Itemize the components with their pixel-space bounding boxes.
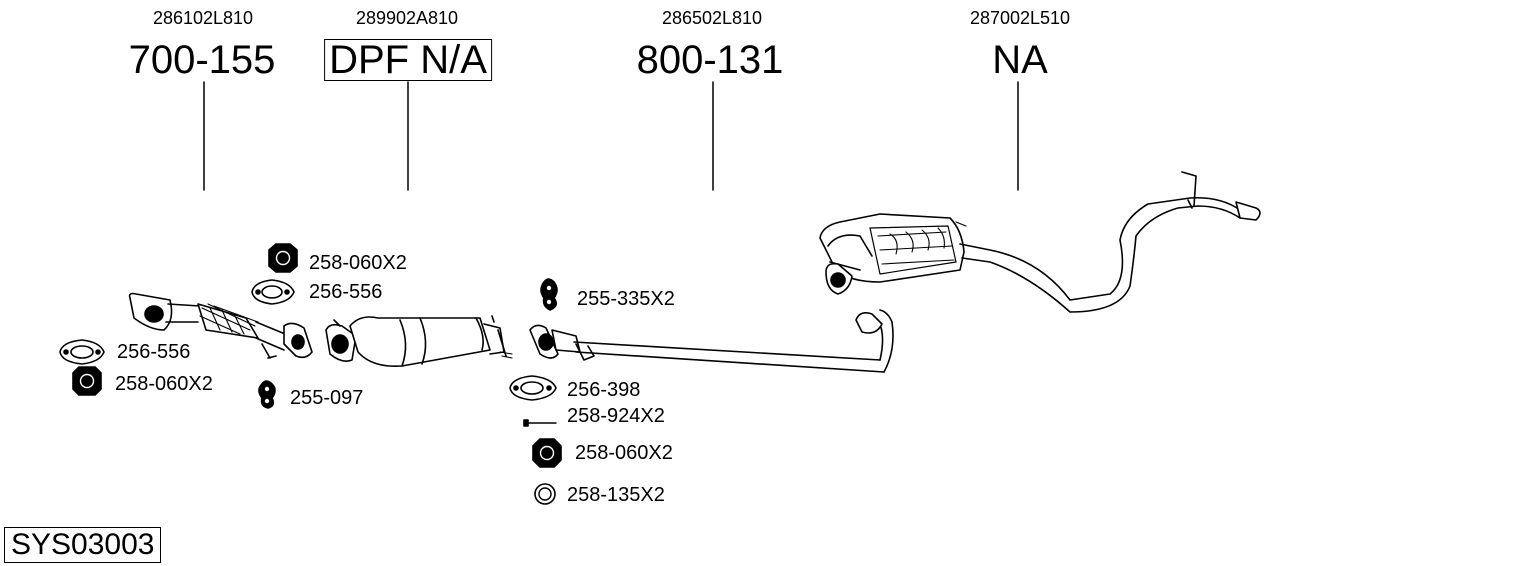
accessory-label-gasket-1[interactable]: 256-556	[309, 281, 383, 303]
part-number-1[interactable]: 700-155	[128, 38, 276, 82]
accessory-label-hanger-1[interactable]: 255-097	[290, 387, 364, 409]
oem-number-1: 286102L810	[152, 8, 254, 28]
gasket-icon-3	[509, 375, 557, 401]
dpf-drawing	[325, 315, 513, 368]
nut-icon-2	[72, 366, 102, 396]
rear-muffler-drawing	[819, 171, 1261, 313]
bolt-icon-1	[523, 419, 557, 427]
part-number-2[interactable]: DPF N/A	[324, 39, 492, 81]
gasket-icon-2	[59, 339, 105, 365]
ring-icon-1	[534, 483, 556, 505]
system-id-label: SYS03003	[4, 527, 162, 563]
accessory-label-gasket-2[interactable]: 256-556	[117, 341, 191, 363]
part-number-3[interactable]: 800-131	[636, 38, 784, 82]
accessory-label-ring-1[interactable]: 258-135X2	[567, 484, 665, 506]
hanger-icon-2	[540, 278, 558, 311]
accessory-label-nut-1[interactable]: 258-060X2	[309, 252, 407, 274]
oem-number-4: 287002L510	[969, 8, 1071, 28]
leader-lines	[203, 81, 1019, 191]
gasket-icon-1	[251, 279, 295, 305]
center-pipe-drawing	[529, 309, 894, 373]
oem-number-3: 286502L810	[661, 8, 763, 28]
nut-icon-1	[268, 243, 298, 273]
part-number-4[interactable]: NA	[992, 38, 1048, 82]
accessory-label-gasket-3[interactable]: 256-398	[567, 379, 641, 401]
oem-number-2: 289902A810	[355, 8, 459, 28]
accessory-label-nut-3[interactable]: 258-060X2	[575, 442, 673, 464]
accessory-label-bolt-1[interactable]: 258-924X2	[567, 405, 665, 427]
front-pipe-drawing	[128, 292, 313, 359]
nut-icon-3	[532, 438, 562, 468]
accessory-label-hanger-2[interactable]: 255-335X2	[577, 288, 675, 310]
accessory-label-nut-2[interactable]: 258-060X2	[115, 373, 213, 395]
hanger-icon-1	[258, 380, 276, 409]
